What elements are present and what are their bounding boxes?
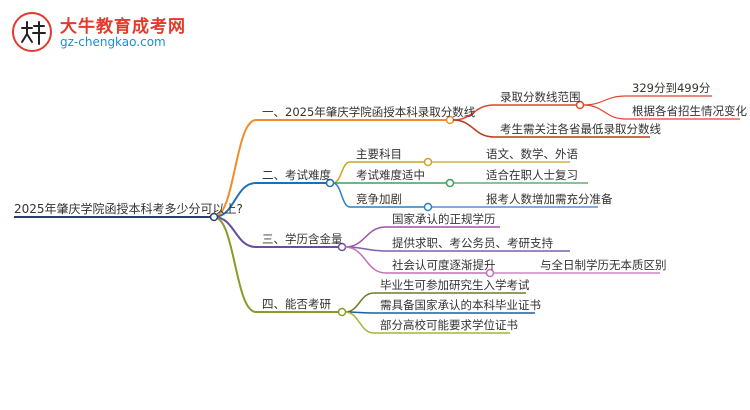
child-node bbox=[423, 202, 433, 212]
child-connector bbox=[452, 119, 495, 138]
node-career-support: 提供求职、考公务员、考研支持 bbox=[392, 236, 553, 250]
node-moderate-difficulty: 考试难度适中 bbox=[356, 168, 425, 182]
logo-title: 大牛教育成考网 bbox=[60, 17, 186, 37]
child-connector bbox=[332, 161, 351, 184]
child-connector bbox=[344, 311, 375, 334]
node-competition: 竞争加剧 bbox=[356, 192, 402, 206]
node-main-subjects: 主要科目 bbox=[356, 147, 402, 161]
child-connector bbox=[344, 226, 387, 248]
node-recognized-degree: 国家承认的正规学历 bbox=[392, 212, 496, 226]
logo-url[interactable]: gz-chengkao.com bbox=[60, 35, 166, 49]
branch-degree-value: 三、学历含金量 bbox=[262, 232, 343, 246]
leaf-varies-by-province: 根据各省招生情况变化 bbox=[632, 104, 747, 118]
branch-connector bbox=[213, 119, 257, 218]
node-social-recognition: 社会认可度逐渐提升 bbox=[392, 258, 496, 272]
root-node bbox=[209, 212, 219, 222]
branch-node bbox=[337, 307, 347, 317]
leaf-equal-to-fulltime: 与全日制学历无本质区别 bbox=[540, 258, 667, 272]
logo-badge bbox=[12, 12, 52, 52]
site-logo[interactable]: 大牛教育成考网 gz-chengkao.com bbox=[12, 10, 272, 56]
leaf-connector bbox=[582, 104, 627, 120]
branch-connector bbox=[213, 216, 257, 248]
child-node bbox=[423, 157, 433, 167]
node-provincial-min-score: 考生需关注各省最低录取分数线 bbox=[500, 122, 661, 136]
branch-connector bbox=[213, 216, 257, 313]
child-connector bbox=[332, 182, 351, 208]
child-connector bbox=[344, 246, 387, 274]
node-score-range: 录取分数线范围 bbox=[500, 90, 581, 104]
branch-connector bbox=[213, 182, 257, 218]
branch-exam-difficulty: 二、考试难度 bbox=[262, 168, 331, 182]
leaf-score-range-value: 329分到499分 bbox=[632, 81, 711, 95]
child-connector bbox=[344, 292, 375, 313]
branch-postgrad-eligibility: 四、能否考研 bbox=[262, 297, 331, 311]
leaf-prepare-thoroughly: 报考人数增加需充分准备 bbox=[486, 192, 613, 206]
branch-admission-score: 一、2025年肇庆学院函授本科录取分数线 bbox=[262, 105, 476, 119]
node-can-take-exam: 毕业生可参加研究生入学考试 bbox=[380, 278, 530, 292]
node-degree-certificate: 部分高校可能要求学位证书 bbox=[380, 318, 518, 332]
node-diploma-required: 需具备国家承认的本科毕业证书 bbox=[380, 298, 541, 312]
leaf-subject-list: 语文、数学、外语 bbox=[486, 147, 578, 161]
child-node bbox=[445, 178, 455, 188]
root-topic: 2025年肇庆学院函授本科考多少分可以上? bbox=[14, 202, 243, 216]
leaf-connector bbox=[582, 95, 627, 106]
logo-character-icon bbox=[21, 21, 46, 45]
leaf-suits-workers: 适合在职人士复习 bbox=[486, 168, 578, 182]
